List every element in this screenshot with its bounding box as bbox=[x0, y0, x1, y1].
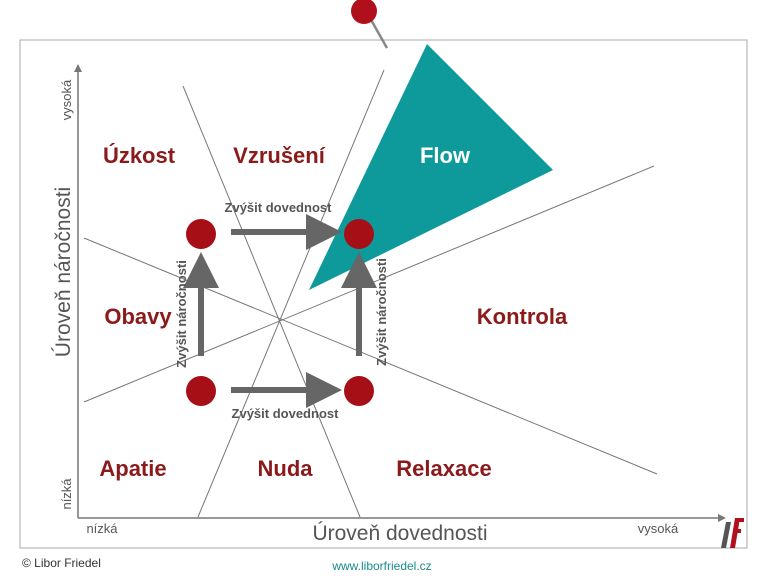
lf-logo-icon bbox=[721, 518, 744, 548]
y-axis-low-label: nízká bbox=[59, 478, 74, 510]
label-challenge-left: Zvýšit náročnosti bbox=[174, 260, 189, 368]
x-axis-low-label: nízká bbox=[86, 521, 118, 536]
divider-line bbox=[197, 69, 385, 518]
zone-boredom: Nuda bbox=[258, 456, 314, 481]
state-dot bbox=[186, 376, 216, 406]
divider-line bbox=[182, 85, 361, 518]
zone-worry: Obavy bbox=[104, 304, 172, 329]
state-dot bbox=[344, 219, 374, 249]
label-challenge-right: Zvýšit náročnosti bbox=[374, 258, 389, 366]
zone-relaxation: Relaxace bbox=[396, 456, 491, 481]
x-axis-title: Úroveň dovednosti bbox=[312, 522, 487, 545]
y-axis-high-label: vysoká bbox=[59, 79, 74, 120]
zone-flow: Flow bbox=[420, 143, 471, 168]
zone-arousal: Vzrušení bbox=[233, 143, 326, 168]
website-link[interactable]: www.liborfriedel.cz bbox=[331, 559, 431, 573]
divider-line bbox=[83, 237, 658, 475]
zone-control: Kontrola bbox=[477, 304, 568, 329]
label-skill-bottom: Zvýšit dovednost bbox=[232, 406, 340, 421]
zone-anxiety: Úzkost bbox=[103, 143, 176, 168]
state-dot bbox=[186, 219, 216, 249]
pin-icon bbox=[351, 0, 389, 49]
label-skill-top: Zvýšit dovednost bbox=[225, 200, 333, 215]
y-axis-title: Úroveň náročnosti bbox=[52, 187, 75, 357]
state-dot bbox=[344, 376, 374, 406]
copyright-text: © Libor Friedel bbox=[22, 556, 101, 570]
x-axis-high-label: vysoká bbox=[638, 521, 679, 536]
zone-apathy: Apatie bbox=[99, 456, 166, 481]
slide-frame bbox=[19, 39, 748, 549]
